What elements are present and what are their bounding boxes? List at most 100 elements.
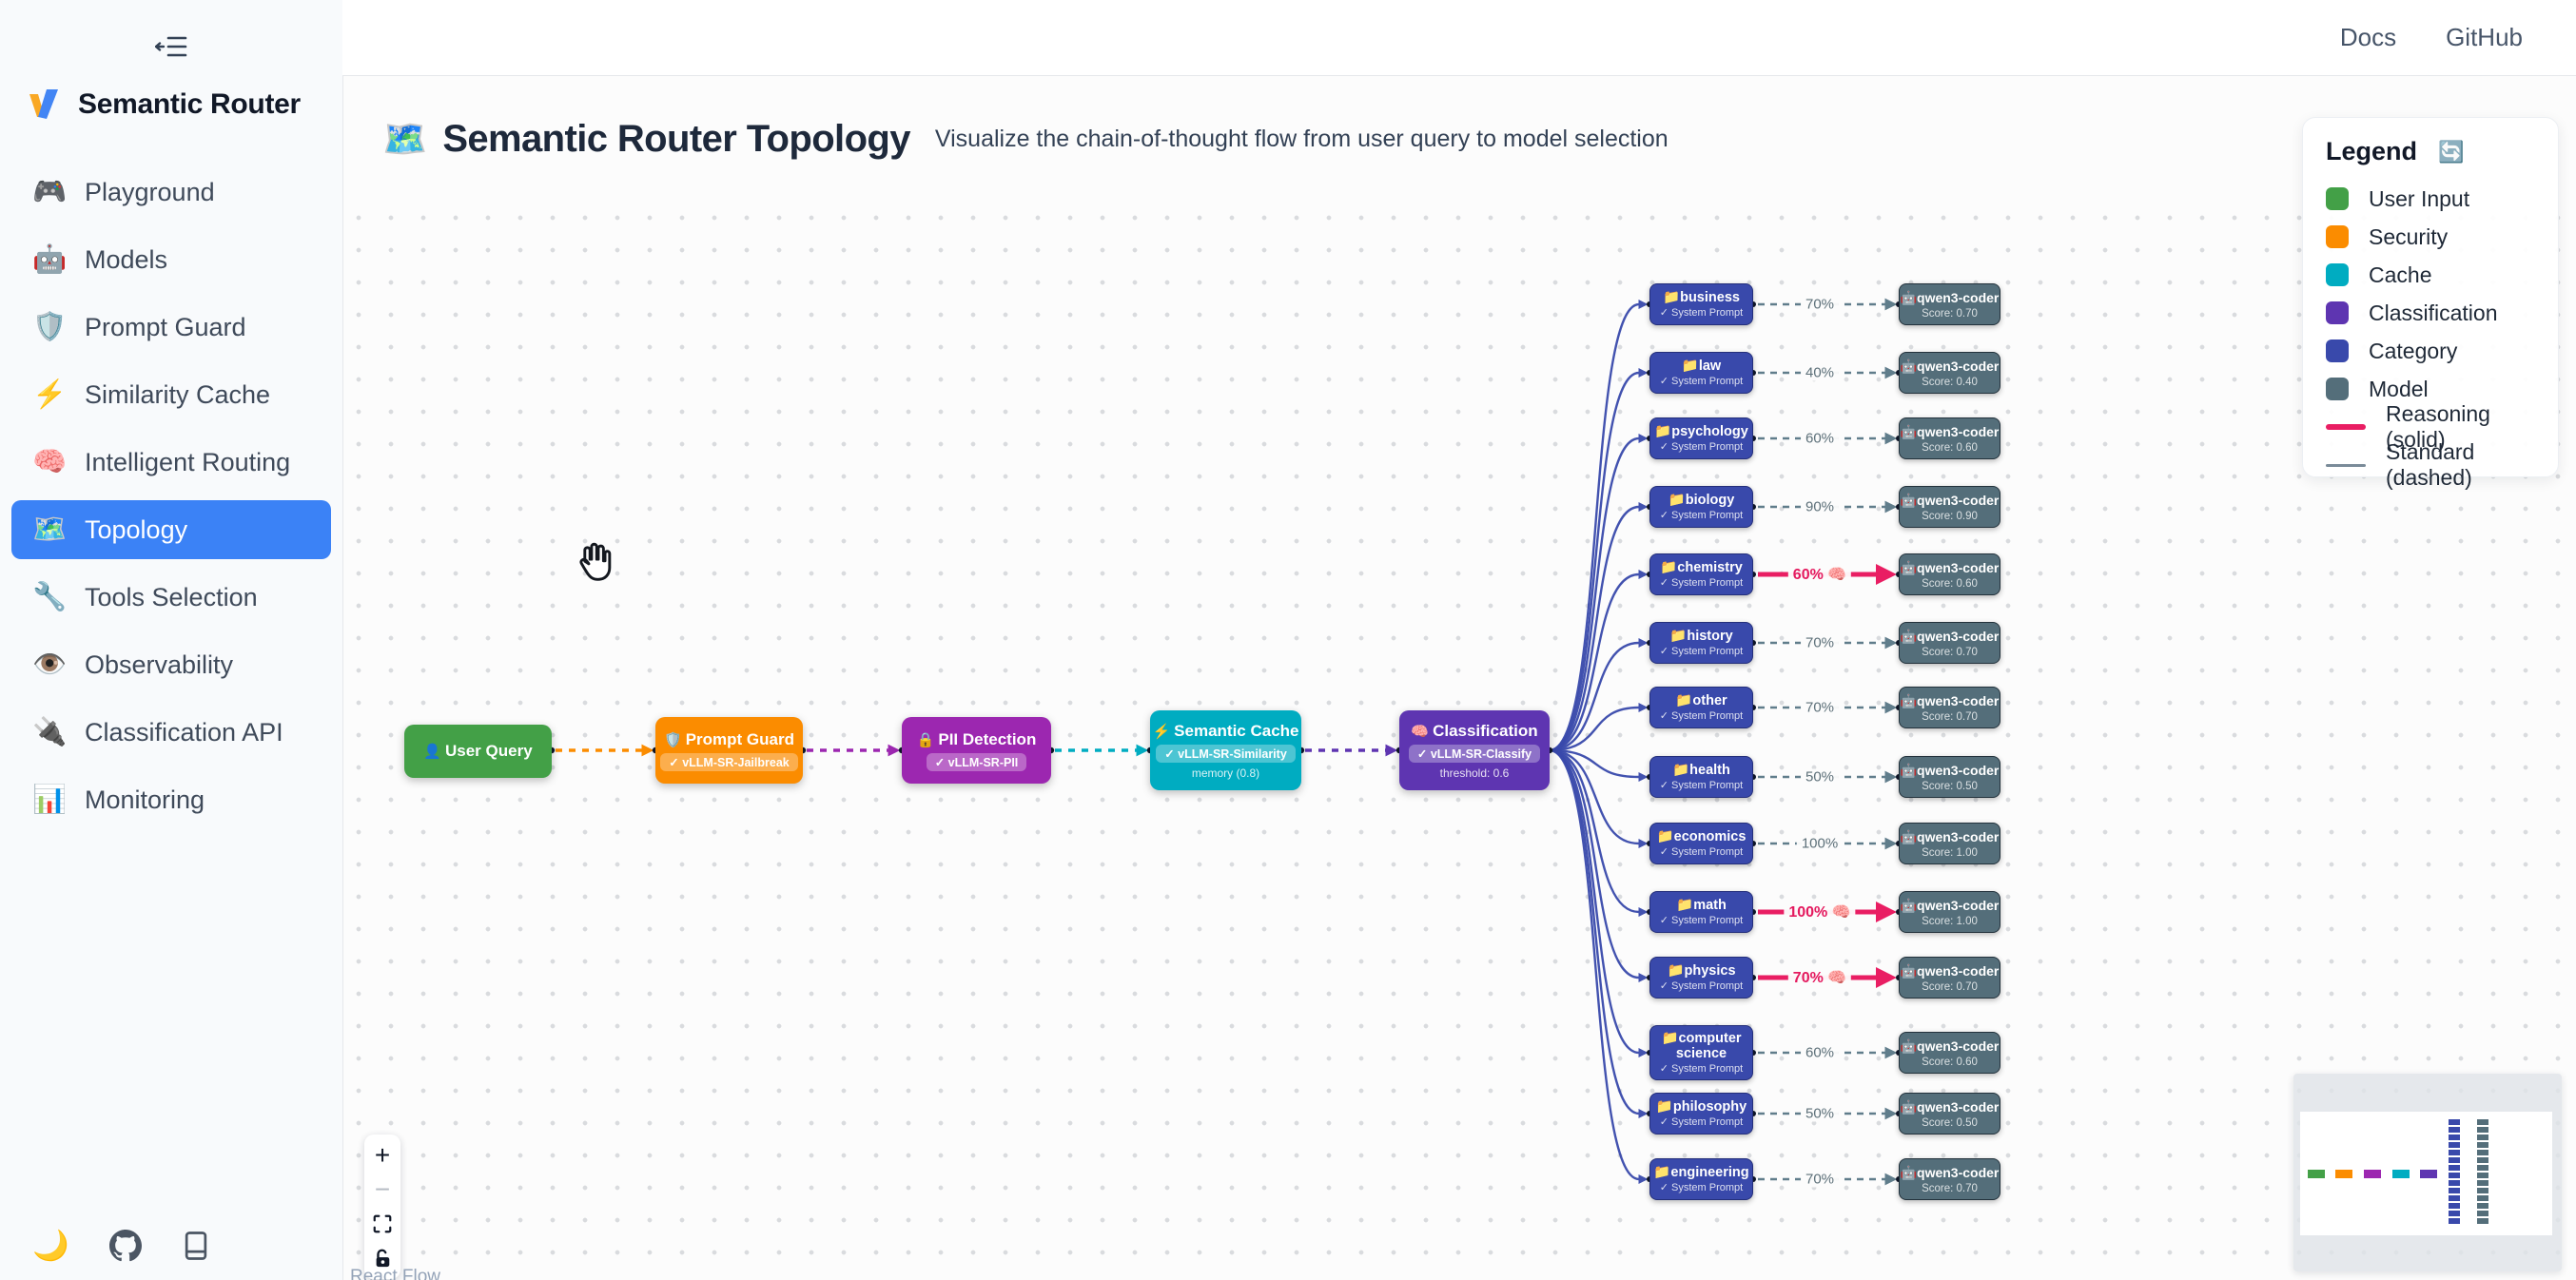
sidebar-item-label: Tools Selection <box>85 582 258 611</box>
legend-row-reasoning-solid-: Reasoning (solid) <box>2326 401 2535 452</box>
model-title: 🤖qwen3-coder <box>1900 897 2000 913</box>
category-node-history[interactable]: 📁history✓ System Prompt <box>1649 622 1753 664</box>
minimap-model-node <box>2477 1173 2488 1178</box>
category-node-biology[interactable]: 📁biology✓ System Prompt <box>1649 486 1753 528</box>
zoom-out-button[interactable]: − <box>374 1174 391 1204</box>
collapse-sidebar-button[interactable] <box>150 29 192 65</box>
minimap-category-node <box>2449 1218 2460 1224</box>
category-node-computer-science[interactable]: 📁computer science✓ System Prompt <box>1649 1025 1753 1080</box>
category-node-psychology[interactable]: 📁psychology✓ System Prompt <box>1649 417 1753 459</box>
node-badge: ✓ vLLM-SR-Jailbreak <box>660 752 798 771</box>
fit-view-button[interactable] <box>364 1207 400 1241</box>
minimap-model-node <box>2477 1218 2488 1224</box>
refresh-icon[interactable]: 🔄 <box>2438 139 2465 164</box>
legend-label: User Input <box>2369 185 2470 211</box>
observability-icon: 👁️ <box>32 650 68 680</box>
sidebar-item-label: Models <box>85 244 168 274</box>
legend-title: Legend <box>2326 137 2418 165</box>
legend-swatch <box>2326 187 2349 210</box>
docs-link[interactable]: Docs <box>2339 23 2397 51</box>
edge-label-math: 100% 🧠 <box>1784 902 1856 921</box>
logo-text: Semantic Router <box>78 88 301 120</box>
lock-button[interactable] <box>364 1241 400 1275</box>
edge-label-chemistry: 60% 🧠 <box>1787 565 1852 584</box>
category-title: 📁biology <box>1668 492 1735 508</box>
zoom-in-button[interactable]: + <box>374 1140 391 1170</box>
sidebar-item-label: Monitoring <box>85 785 205 814</box>
page-title: Semantic Router Topology <box>442 118 910 160</box>
minimap-model-node <box>2477 1127 2488 1133</box>
book-icon[interactable] <box>182 1231 210 1261</box>
minimap[interactable] <box>2293 1074 2562 1271</box>
category-node-other[interactable]: 📁other✓ System Prompt <box>1649 687 1753 728</box>
minimap-category-node <box>2449 1203 2460 1209</box>
classification-api-icon: 🔌 <box>32 717 68 747</box>
legend-row-cache: Cache <box>2326 256 2535 294</box>
model-score: Score: 0.70 <box>1922 980 1978 993</box>
sidebar-item-monitoring[interactable]: 📊Monitoring <box>11 770 331 829</box>
category-node-physics[interactable]: 📁physics✓ System Prompt <box>1649 957 1753 999</box>
legend-label: Cache <box>2369 262 2432 287</box>
model-score: Score: 1.00 <box>1922 915 1978 927</box>
category-node-law[interactable]: 📁law✓ System Prompt <box>1649 352 1753 394</box>
flow-node-prompt-guard[interactable]: 🛡️Prompt Guard ✓ vLLM-SR-Jailbreak <box>655 717 803 784</box>
flow-node-pii-detection[interactable]: 🔒PII Detection✓ vLLM-SR-PII <box>902 717 1051 784</box>
flow-controls: + − <box>364 1135 400 1279</box>
collapse-sidebar-icon <box>155 36 187 57</box>
sidebar-item-playground[interactable]: 🎮Playground <box>11 163 331 222</box>
minimap-category-node <box>2449 1195 2460 1201</box>
category-node-philosophy[interactable]: 📁philosophy✓ System Prompt <box>1649 1093 1753 1135</box>
legend-label: Classification <box>2369 300 2498 325</box>
sidebar-item-similarity-cache[interactable]: ⚡Similarity Cache <box>11 365 331 424</box>
sidebar-item-tools-selection[interactable]: 🔧Tools Selection <box>11 568 331 627</box>
edge-label-engineering: 70% <box>1800 1171 1840 1188</box>
legend-row-security: Security <box>2326 218 2535 256</box>
category-node-math[interactable]: 📁math✓ System Prompt <box>1649 891 1753 933</box>
moon-icon[interactable]: 🌙 <box>32 1229 69 1262</box>
sidebar-item-intelligent-routing[interactable]: 🧠Intelligent Routing <box>11 433 331 492</box>
node-badge: ✓ vLLM-SR-Classify <box>1408 744 1541 763</box>
model-title: 🤖qwen3-coder <box>1900 962 2000 979</box>
sidebar-item-prompt-guard[interactable]: 🛡️Prompt Guard <box>11 298 331 357</box>
legend-label: Reasoning (solid) <box>2386 401 2490 452</box>
category-node-health[interactable]: 📁health✓ System Prompt <box>1649 756 1753 798</box>
legend-swatch <box>2326 301 2349 324</box>
sidebar-item-topology[interactable]: 🗺️Topology <box>11 500 331 559</box>
node-title: 🛡️Prompt Guard <box>664 730 794 749</box>
sidebar: Semantic Router 🎮Playground 🤖Models 🛡️Prom… <box>0 0 343 1280</box>
sidebar-item-observability[interactable]: 👁️Observability <box>11 635 331 694</box>
flow-node-user-query[interactable]: 👤User Query <box>404 725 552 778</box>
github-link[interactable]: GitHub <box>2446 23 2523 51</box>
node-label: PII Detection <box>938 729 1037 748</box>
github-icon[interactable] <box>108 1229 142 1262</box>
classification-icon: 🧠 <box>1411 723 1430 740</box>
semantic-cache-icon: ⚡ <box>1152 723 1171 740</box>
sidebar-item-classification-api[interactable]: 🔌Classification API <box>11 703 331 762</box>
category-node-chemistry[interactable]: 📁chemistry✓ System Prompt <box>1649 553 1753 595</box>
category-node-economics[interactable]: 📁economics✓ System Prompt <box>1649 823 1753 864</box>
category-node-engineering[interactable]: 📁engineering✓ System Prompt <box>1649 1158 1753 1200</box>
category-title: 📁other <box>1675 692 1727 708</box>
sidebar-item-models[interactable]: 🤖Models <box>11 230 331 289</box>
reactflow-attribution[interactable]: React Flow <box>350 1267 441 1280</box>
category-node-business[interactable]: 📁business✓ System Prompt <box>1649 283 1753 325</box>
